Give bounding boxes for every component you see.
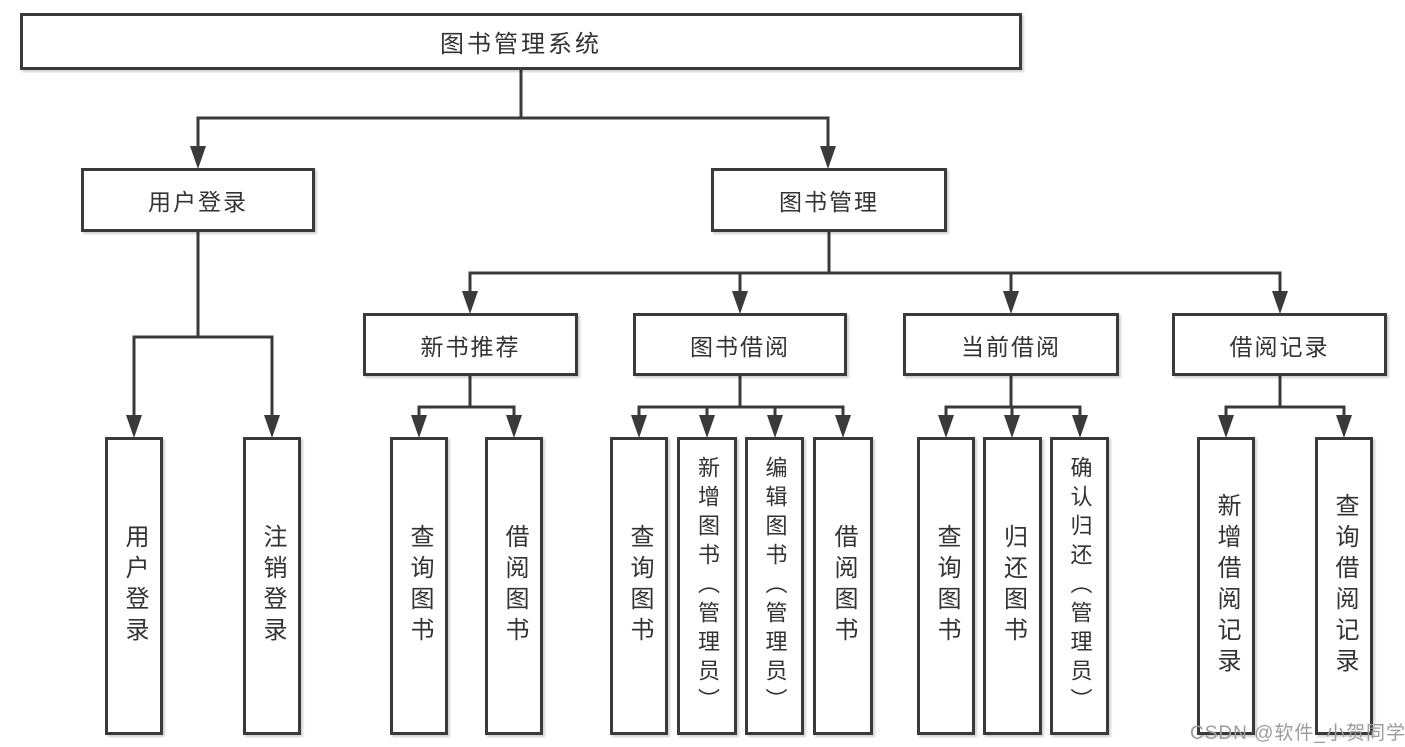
leaf-query-books-borrow: 查询图书 bbox=[610, 437, 668, 735]
leaf-edit-books-admin: 编辑图书（管理员） bbox=[745, 437, 804, 735]
leaf-add-books-admin: 新增图书（管理员） bbox=[677, 437, 737, 735]
watermark: CSDN @软件_小贺同学 bbox=[1190, 723, 1405, 744]
leaf-query-borrow-record: 查询借阅记录 bbox=[1315, 437, 1373, 735]
node-user-login: 用户登录 bbox=[81, 168, 315, 232]
node-current-borrow: 当前借阅 bbox=[903, 313, 1119, 376]
node-borrow-record: 借阅记录 bbox=[1172, 313, 1387, 376]
leaf-borrow-books-recommend: 借阅图书 bbox=[485, 437, 543, 735]
connector-user-login bbox=[126, 232, 280, 438]
leaf-add-borrow-record: 新增借阅记录 bbox=[1197, 437, 1255, 735]
node-root-system: 图书管理系统 bbox=[20, 13, 1022, 70]
connector-current-borrow bbox=[938, 376, 1088, 438]
connector-new-book bbox=[411, 376, 522, 438]
leaf-query-books-recommend: 查询图书 bbox=[390, 437, 448, 735]
node-new-book-recommend: 新书推荐 bbox=[363, 313, 578, 376]
leaf-confirm-return-admin: 确认归还（管理员） bbox=[1050, 437, 1109, 735]
connector-root bbox=[190, 70, 836, 169]
leaf-user-login: 用户登录 bbox=[105, 437, 163, 735]
node-book-borrow: 图书借阅 bbox=[633, 313, 847, 376]
leaf-borrow-books: 借阅图书 bbox=[813, 437, 873, 735]
leaf-logout: 注销登录 bbox=[243, 437, 301, 735]
connector-book-borrow bbox=[631, 376, 851, 438]
connector-borrow-record bbox=[1218, 376, 1352, 438]
node-book-management: 图书管理 bbox=[711, 168, 947, 232]
leaf-return-books: 归还图书 bbox=[983, 437, 1042, 735]
leaf-query-books-current: 查询图书 bbox=[917, 437, 975, 735]
connector-book-management bbox=[462, 232, 1288, 314]
